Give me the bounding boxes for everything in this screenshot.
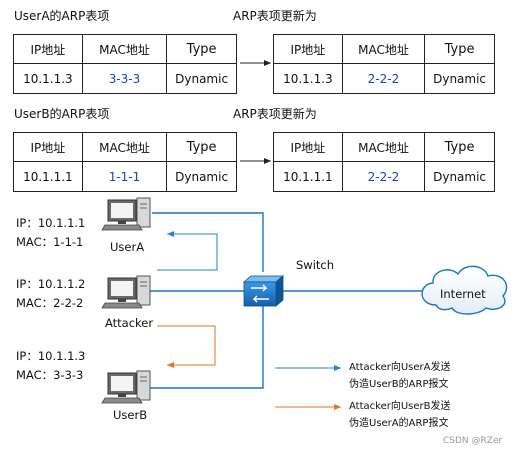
table-row: 10.1.1.3 2-2-2 Dynamic: [273, 63, 495, 94]
switch-icon: [242, 275, 285, 307]
type-cell: Dynamic: [166, 161, 237, 192]
table-header-row: IP地址 MAC地址 Type: [273, 34, 495, 64]
table-row: 10.1.1.1 2-2-2 Dynamic: [273, 161, 495, 192]
userb-update-caption: ARP表项更新为: [233, 107, 317, 121]
network-links: [148, 212, 428, 389]
ip-cell: 10.1.1.3: [13, 63, 83, 94]
usera-mac-label: MAC：1-1-1: [16, 235, 84, 249]
userb-arp-table: IP地址 MAC地址 Type 10.1.1.1 1-1-1 Dynamic: [13, 132, 237, 192]
userb-mac-label: MAC：3-3-3: [16, 368, 84, 382]
table-header-row: IP地址 MAC地址 Type: [13, 132, 237, 162]
usera-ip-label: IP：10.1.1.1: [16, 216, 86, 230]
usera-name: UserA: [110, 240, 145, 254]
col-type-header: Type: [166, 132, 237, 162]
computer-icon-usera: [101, 197, 151, 231]
cloud-icon: [421, 265, 508, 315]
legend-orange-text: Attacker向UserB发送 伪造UserA的ARP报文: [349, 398, 450, 432]
legend-orange-line1: Attacker向UserB发送: [349, 401, 451, 412]
ip-cell: 10.1.1.3: [273, 63, 343, 94]
ip-cell: 10.1.1.1: [13, 161, 83, 192]
table-header-row: IP地址 MAC地址 Type: [13, 34, 237, 64]
col-mac-header: MAC地址: [81, 132, 168, 162]
col-ip-header: IP地址: [13, 34, 83, 64]
type-cell: Dynamic: [166, 63, 237, 94]
mac-cell: 2-2-2: [341, 161, 426, 192]
forged-arp-path-to-usera: [157, 231, 218, 271]
attacker-mac-label: MAC：2-2-2: [16, 296, 84, 310]
table-row: 10.1.1.3 3-3-3 Dynamic: [13, 63, 237, 94]
legend-blue-line1: Attacker向UserA发送: [349, 362, 451, 373]
watermark: CSDN @RZer: [443, 436, 503, 446]
table-header-row: IP地址 MAC地址 Type: [273, 132, 495, 162]
col-mac-header: MAC地址: [341, 132, 426, 162]
ip-cell: 10.1.1.1: [273, 161, 343, 192]
userb-ip-label: IP：10.1.1.3: [16, 349, 86, 363]
usera-updated-arp-table: IP地址 MAC地址 Type 10.1.1.3 2-2-2 Dynamic: [273, 34, 495, 94]
attacker-name: Attacker: [105, 316, 154, 330]
computer-icon-attacker: [101, 275, 151, 309]
usera-update-caption: ARP表项更新为: [233, 9, 317, 23]
col-ip-header: IP地址: [273, 34, 343, 64]
mac-cell: 2-2-2: [341, 63, 426, 94]
switch-label: Switch: [296, 258, 335, 272]
userb-updated-arp-table: IP地址 MAC地址 Type 10.1.1.1 2-2-2 Dynamic: [273, 132, 495, 192]
type-cell: Dynamic: [424, 161, 495, 192]
table-row: 10.1.1.1 1-1-1 Dynamic: [13, 161, 237, 192]
computer-icon-userb: [101, 370, 151, 404]
forged-arp-path-to-userb: [157, 325, 216, 368]
col-mac-header: MAC地址: [81, 34, 168, 64]
legend-blue-line2: 伪造UserB的ARP报文: [349, 379, 449, 390]
userb-name: UserB: [113, 408, 148, 422]
usera-arp-caption: UserA的ARP表项: [14, 9, 110, 23]
col-type-header: Type: [424, 132, 495, 162]
legend-orange-line2: 伪造UserA的ARP报文: [349, 418, 449, 429]
col-ip-header: IP地址: [13, 132, 83, 162]
internet-label: Internet: [440, 287, 486, 301]
col-mac-header: MAC地址: [341, 34, 426, 64]
mac-cell: 1-1-1: [81, 161, 168, 192]
col-ip-header: IP地址: [273, 132, 343, 162]
type-cell: Dynamic: [424, 63, 495, 94]
col-type-header: Type: [424, 34, 495, 64]
col-type-header: Type: [166, 34, 237, 64]
usera-arp-table: IP地址 MAC地址 Type 10.1.1.3 3-3-3 Dynamic: [13, 34, 237, 94]
legend-blue-text: Attacker向UserA发送 伪造UserB的ARP报文: [349, 359, 450, 393]
userb-arp-caption: UserB的ARP表项: [14, 107, 110, 121]
mac-cell: 3-3-3: [81, 63, 168, 94]
attacker-ip-label: IP：10.1.1.2: [16, 277, 86, 291]
